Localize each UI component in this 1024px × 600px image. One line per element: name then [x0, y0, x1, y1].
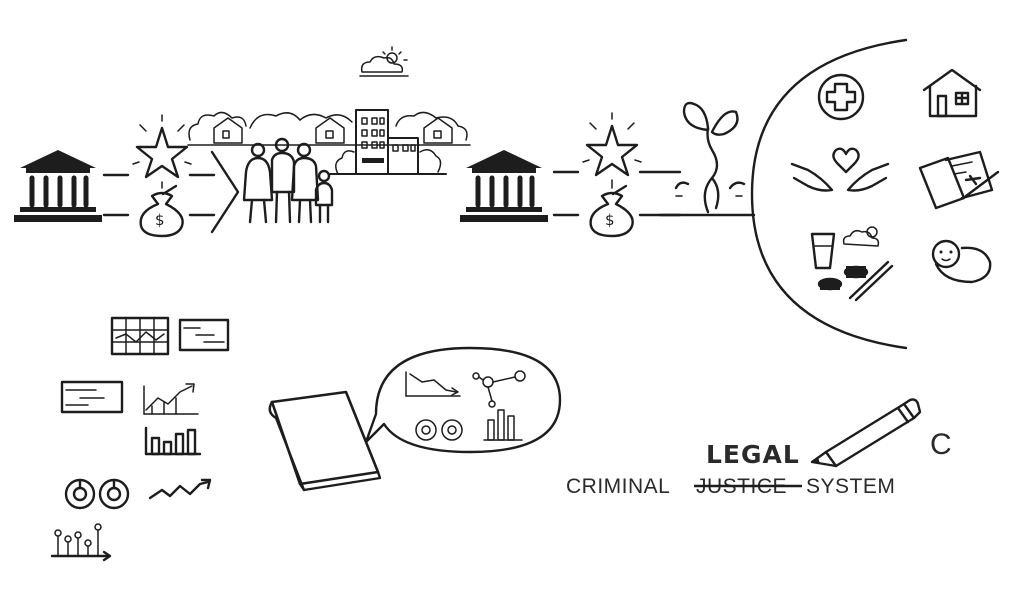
stray-glyph: C [930, 428, 952, 461]
health-cross-icon [817, 73, 865, 121]
caption-prefix: CRIMINAL [566, 475, 670, 498]
bank-icon [460, 150, 548, 222]
house-icon [922, 68, 982, 118]
speech-bubble-icon [364, 346, 562, 454]
zigzag-line-icon [148, 478, 212, 500]
neighborhood-icon [187, 111, 471, 146]
book-icon [268, 390, 382, 492]
gantt-chart-icon [178, 318, 230, 352]
bar-chart-icon [144, 426, 202, 456]
sprout-icon [658, 101, 756, 217]
caption-suffix: SYSTEM [806, 475, 895, 498]
bank-icon [14, 150, 102, 222]
cloud-sun-icon [359, 46, 409, 77]
baby-icon [931, 239, 992, 284]
caption: CRIMINAL JUSTICE SYSTEM LEGAL [566, 440, 895, 498]
timeline-bar-icon [60, 380, 124, 414]
family-icon [242, 137, 334, 224]
line-up-chart-icon [143, 383, 199, 415]
lollipop-chart-icon [50, 523, 112, 562]
pencil-icon [810, 398, 922, 468]
heatmap-chart-icon [110, 316, 170, 356]
outcomes-arc [750, 38, 908, 350]
caring-hands-heart-icon [790, 147, 890, 192]
money-bag-icon: $ [139, 184, 184, 238]
caption-handwritten-replacement: LEGAL [706, 440, 800, 469]
money-bag-symbol: $ [155, 211, 165, 229]
money-bag-symbol: $ [605, 211, 615, 229]
food-drink-icon [810, 226, 894, 302]
money-bag-icon: $ [589, 184, 634, 238]
arrow-right-icon [210, 150, 240, 234]
building-icon [329, 109, 447, 175]
star-icon [582, 112, 642, 177]
document-pen-icon [918, 150, 1000, 210]
star-icon [132, 114, 192, 179]
donut-pair-icon [64, 478, 130, 510]
